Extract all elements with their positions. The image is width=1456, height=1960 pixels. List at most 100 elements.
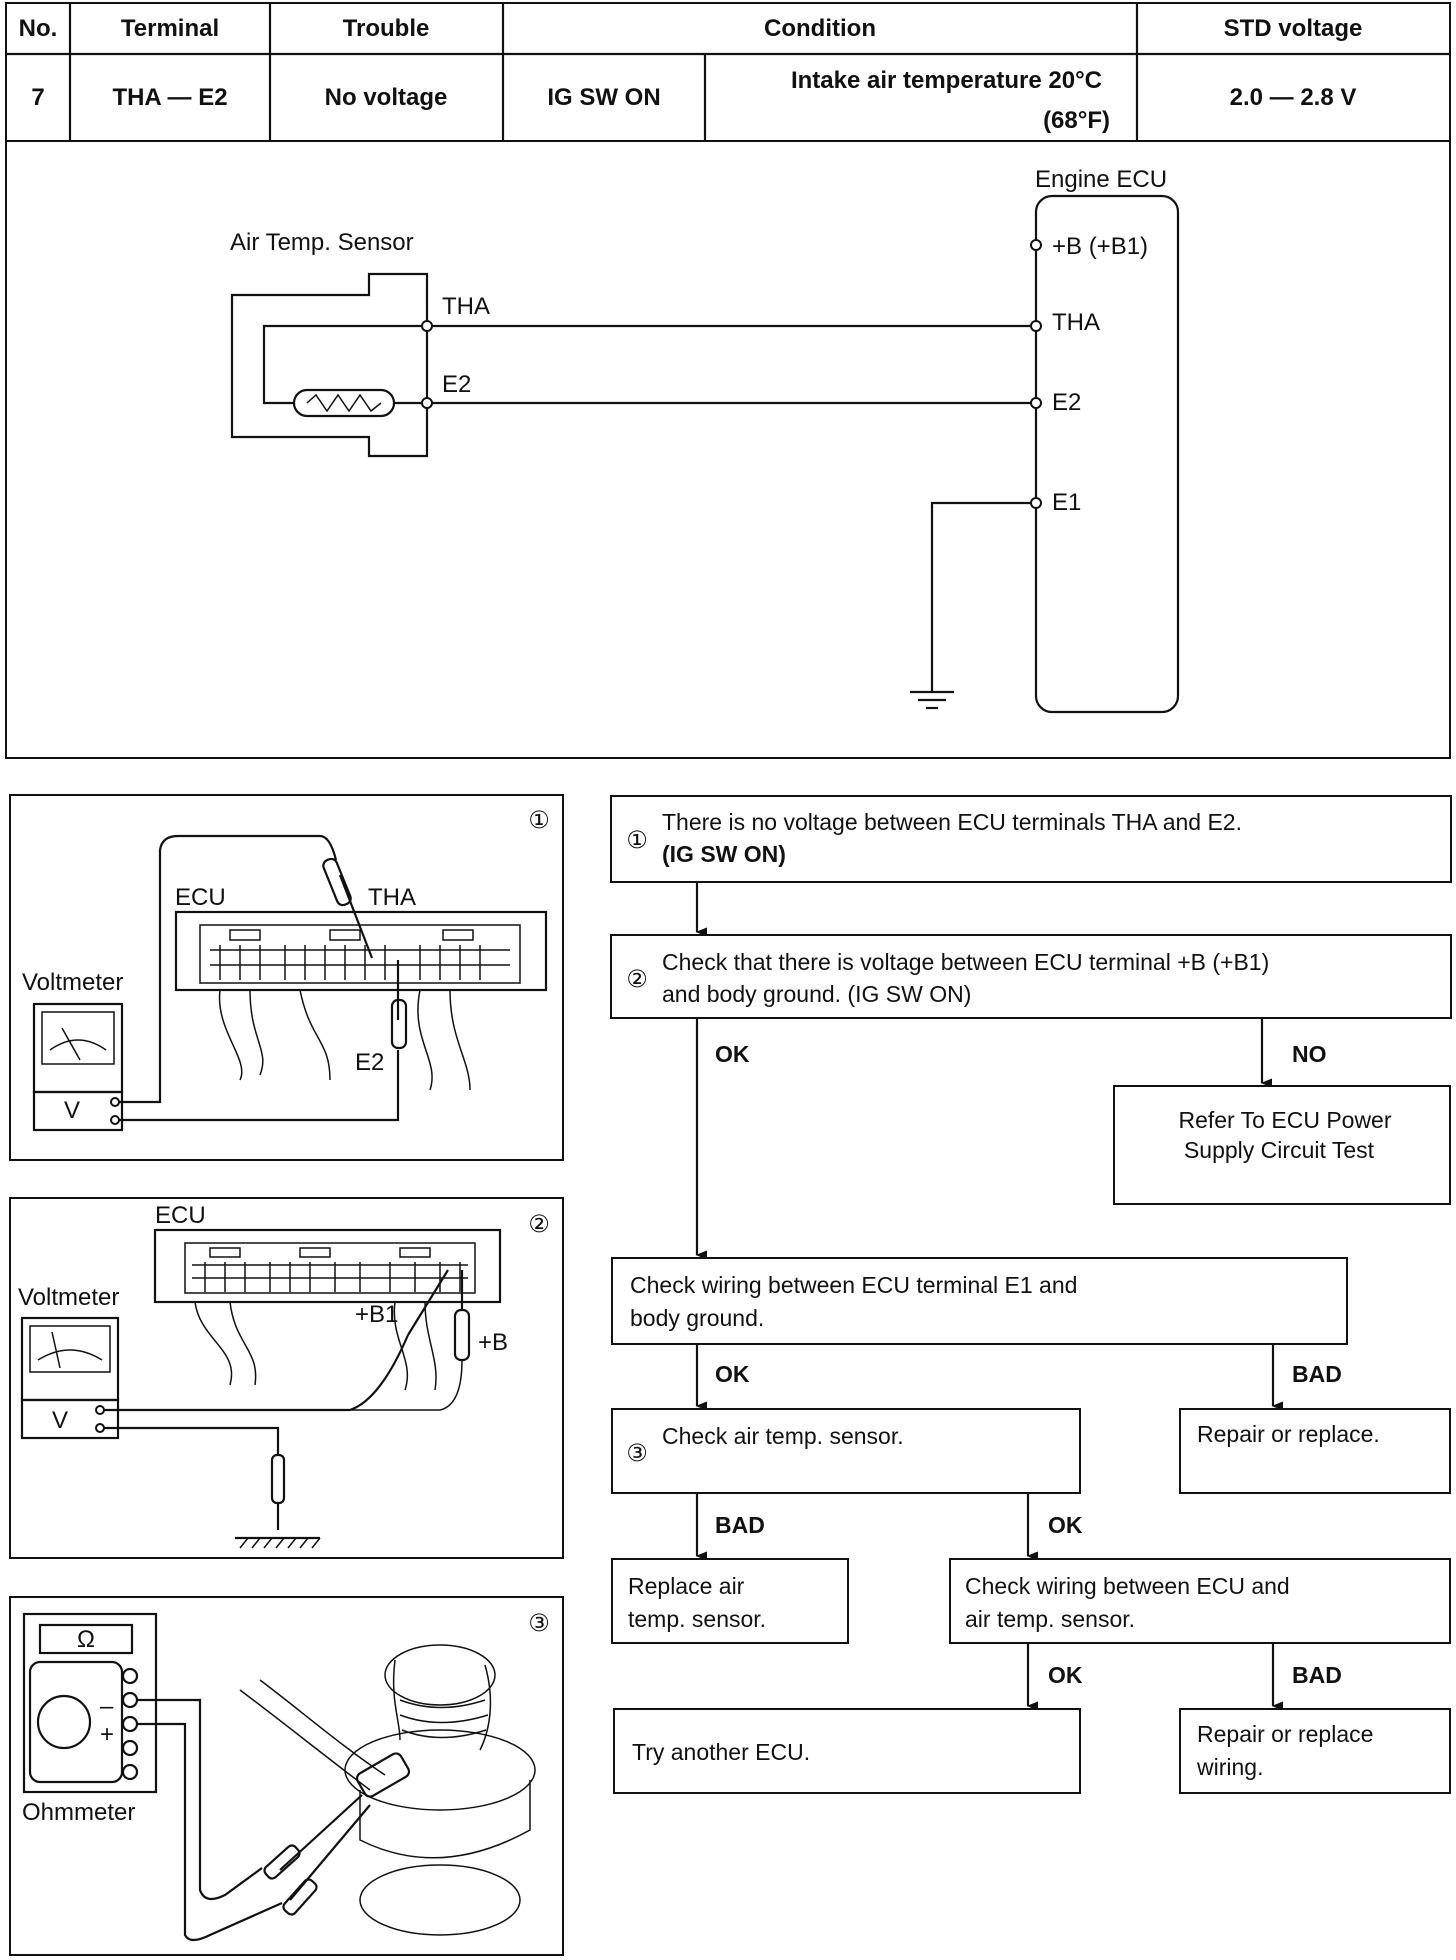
fig1-number: ① (528, 807, 550, 834)
fig1-tha-label: THA (368, 884, 416, 911)
fig2-harness-wires (194, 1301, 437, 1391)
check-e1-text-2: body ground. (630, 1305, 764, 1331)
illustration-2-voltmeter-b: ② ECU +B1 +B Voltmeter V (9, 1197, 564, 1559)
fig3-hose (239, 1689, 371, 1791)
illustration-3-ohmmeter-sensor: ③ Ω – + Ohmmeter (9, 1596, 564, 1956)
ecu-b-label: +B (+B1) (1052, 233, 1148, 260)
fig3-air-cleaner (344, 1729, 536, 1811)
check-wiring-box (949, 1558, 1451, 1644)
check-e1-box (611, 1257, 1348, 1345)
step-2-box (610, 934, 1452, 1019)
check-wiring-ok-label: OK (1048, 1662, 1083, 1688)
fig2-ecu-label: ECU (155, 1202, 206, 1229)
header-trouble: Trouble (343, 15, 430, 42)
sensor-tha-label: THA (442, 293, 490, 320)
replace-sensor-box (611, 1558, 849, 1644)
fig3-dial-icon (36, 1694, 92, 1750)
fig1-ecu-label: ECU (175, 884, 226, 911)
replace-sensor-text-2: temp. sensor. (628, 1606, 766, 1632)
fig1-lead-positive (119, 834, 338, 1104)
fig3-sensor-connector (355, 1752, 411, 1798)
ecu-e2-label: E2 (1052, 389, 1081, 416)
replace-sensor-text: Replace air (628, 1573, 745, 1599)
check-e1-bad-label: BAD (1292, 1361, 1342, 1387)
fig2-number: ② (528, 1211, 550, 1238)
fig1-frame (9, 794, 564, 1161)
step-3-number: ③ (626, 1440, 648, 1467)
spec-table: No. Terminal Trouble Condition STD volta… (5, 2, 1451, 142)
cell-trouble: No voltage (325, 84, 448, 111)
step-1-text: There is no voltage between ECU terminal… (662, 809, 1242, 835)
step-3-ok-label: OK (1048, 1512, 1083, 1538)
ecu-terminal-b (1030, 239, 1042, 251)
cell-condition-temp: Intake air temperature 20°C (791, 67, 1102, 94)
fig2-b-label: +B (478, 1329, 508, 1356)
cell-no: 7 (31, 84, 44, 111)
circuit-frame (5, 140, 1451, 759)
fig2-ecu-connectors (184, 1242, 476, 1294)
ecu-terminal-e2 (1030, 397, 1042, 409)
sensor-terminal-tha (421, 320, 433, 332)
wire-e1-ground (930, 501, 1032, 692)
sensor-label: Air Temp. Sensor (230, 229, 414, 256)
step-2-text-2: and body ground. (IG SW ON) (662, 981, 971, 1007)
refer-text-2: Supply Circuit Test (1184, 1137, 1375, 1163)
header-condition: Condition (764, 15, 876, 42)
fig2-b1-label: +B1 (355, 1301, 398, 1328)
fig1-probe-tha (338, 874, 374, 959)
try-ecu-text: Try another ECU. (632, 1739, 810, 1765)
illustration-1-voltmeter-tha-e2: ① ECU THA E2 V Voltmeter (9, 794, 564, 1161)
header-std-voltage: STD voltage (1224, 15, 1363, 42)
ecu-label: Engine ECU (1035, 166, 1167, 193)
fig2-needle-icon (51, 1331, 61, 1369)
step-3-text: Check air temp. sensor. (662, 1423, 904, 1449)
troubleshooting-flowchart: ① There is no voltage between ECU termin… (610, 795, 1452, 1794)
fig1-harness-wires (218, 989, 471, 1091)
fig1-v-label: V (64, 1097, 80, 1124)
step-2-ok-label: OK (715, 1041, 750, 1067)
repair-text: Repair or replace. (1197, 1421, 1380, 1447)
fig1-ecu-unit (174, 910, 548, 992)
step-3-bad-label: BAD (715, 1512, 765, 1538)
fig3-intake-duct (384, 1644, 496, 1706)
table-border (5, 2, 1451, 142)
fig2-frame (9, 1197, 564, 1559)
sensor-internal-wire (262, 324, 427, 405)
fig3-ohmmeter (22, 1612, 158, 1794)
circuit-diagram: Air Temp. Sensor THA E2 Engine ECU +B (+… (5, 140, 1451, 759)
check-wiring-text-2: air temp. sensor. (965, 1606, 1135, 1632)
fig3-meter-label: Ohmmeter (22, 1799, 135, 1826)
fig3-air-cleaner-lid (359, 1864, 521, 1936)
cell-condition-sw: IG SW ON (547, 84, 660, 111)
fig2-lead-negative (104, 1426, 280, 1455)
fig1-meter-label: Voltmeter (22, 969, 123, 996)
repair-or-replace-box (1179, 1408, 1451, 1494)
step-3-box (611, 1408, 1081, 1494)
fig2-ecu-unit (153, 1228, 502, 1304)
cell-terminal: THA — E2 (112, 84, 227, 111)
fig1-e2-label: E2 (355, 1049, 384, 1076)
fig3-frame (9, 1596, 564, 1956)
ecu-terminal-e1 (1030, 497, 1042, 509)
refer-power-supply-box (1113, 1085, 1451, 1205)
check-e1-ok-label: OK (715, 1361, 750, 1387)
sensor-terminal-e2 (421, 397, 433, 409)
step-2-text: Check that there is voltage between ECU … (662, 949, 1269, 975)
ecu-e1-label: E1 (1052, 489, 1081, 516)
fig3-lead-1 (137, 1698, 263, 1901)
header-no: No. (19, 15, 58, 42)
cell-std-voltage: 2.0 — 2.8 V (1230, 84, 1357, 111)
repair-wiring-box (1179, 1708, 1451, 1794)
step-2-number: ② (626, 966, 648, 993)
header-terminal: Terminal (121, 15, 219, 42)
fig3-probe-2 (282, 1878, 318, 1916)
fig3-number: ③ (528, 1610, 550, 1637)
fig3-minus: – (100, 1693, 114, 1720)
fig1-lead-negative (119, 1050, 400, 1122)
repair-wiring-text: Repair or replace (1197, 1721, 1373, 1747)
check-wiring-text: Check wiring between ECU and (965, 1573, 1290, 1599)
step-1-condition: (IG SW ON) (662, 841, 786, 867)
step-1-box (610, 795, 1452, 883)
fig3-plus: + (100, 1721, 114, 1748)
ecu-terminal-tha (1030, 320, 1042, 332)
